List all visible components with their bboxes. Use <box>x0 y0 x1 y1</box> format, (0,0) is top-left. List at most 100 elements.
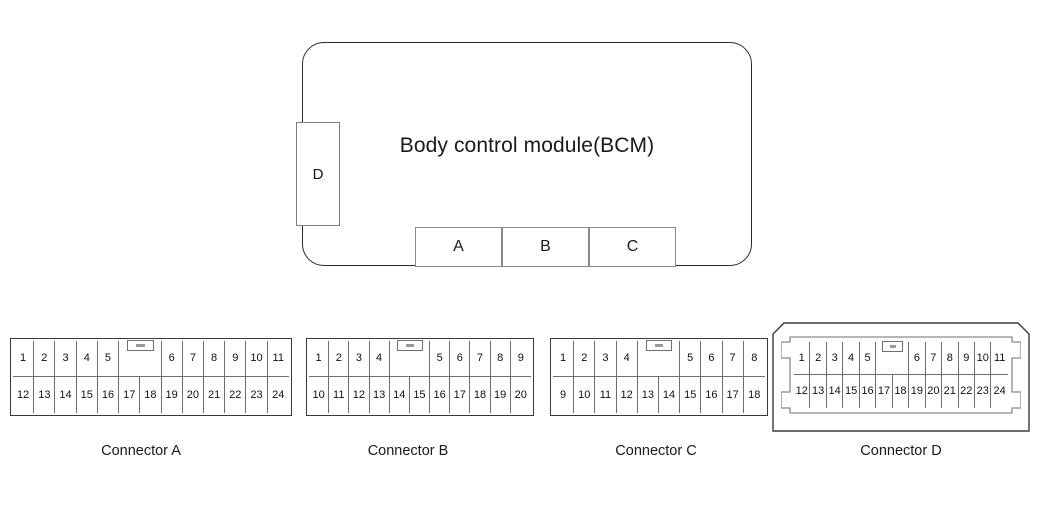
connector-a-pin-13: 13 <box>34 377 56 413</box>
connector-c-pin-11: 11 <box>595 377 617 413</box>
connector-d-pin-21: 21 <box>942 375 959 408</box>
connector-b-pin-14: 14 <box>390 377 410 413</box>
connector-a-pin-1: 1 <box>13 341 35 377</box>
connector-a-pin-3: 3 <box>55 341 77 377</box>
bcm-module: Body control module(BCM) D A B C <box>296 42 752 267</box>
connector-a-latch-tab-icon <box>127 340 154 351</box>
connector-b-pin-19: 19 <box>491 377 511 413</box>
connector-d-pin-5: 5 <box>859 342 877 375</box>
connector-c-latch-tab-icon <box>645 340 673 351</box>
connector-c-pin-17: 17 <box>723 377 744 413</box>
connector-b-pin-17: 17 <box>450 377 471 413</box>
connector-d-pin-7: 7 <box>925 342 943 375</box>
connector-a-pin-12: 12 <box>13 377 35 413</box>
connector-d-pin-14: 14 <box>827 375 844 408</box>
connector-c-pin-7: 7 <box>722 341 744 377</box>
connector-b-latch-tab-icon <box>397 340 423 351</box>
connector-b-pin-11: 11 <box>329 377 350 413</box>
connector-a-pin-2: 2 <box>34 341 56 377</box>
bcm-connector-stub-b-label: B <box>540 238 551 255</box>
connector-c-pin-13: 13 <box>638 377 659 413</box>
connector-d-pin-6: 6 <box>909 342 926 375</box>
connector-d-pin-2: 2 <box>810 342 827 375</box>
connector-d-pin-3: 3 <box>826 342 844 375</box>
connector-b-pin-7: 7 <box>470 341 491 377</box>
connector-d-pin-18: 18 <box>893 375 910 408</box>
connector-c-pin-12: 12 <box>617 377 638 413</box>
connector-b-pin-18: 18 <box>470 377 491 413</box>
connector-a-pin-21: 21 <box>204 377 226 413</box>
connector-d-pin-22: 22 <box>959 375 975 408</box>
connector-a-pin-19: 19 <box>162 377 183 413</box>
connector-a-pin-14: 14 <box>55 377 77 413</box>
connector-c-pin-8: 8 <box>743 341 765 377</box>
connector-d-pin-12: 12 <box>794 375 811 408</box>
bcm-connector-stub-d: D <box>296 122 340 226</box>
connector-c-pin-14: 14 <box>659 377 681 413</box>
connector-c-pin-9: 9 <box>553 377 575 413</box>
connector-c-pin-1: 1 <box>553 341 575 377</box>
connector-a-pin-gap <box>119 341 162 377</box>
connector-b-pin-gap <box>389 341 431 377</box>
connector-a-pin-16: 16 <box>98 377 120 413</box>
connector-b-pin-15: 15 <box>410 377 431 413</box>
connector-b-pin-12: 12 <box>349 377 370 413</box>
connector-a-pin-11: 11 <box>267 341 289 377</box>
bcm-connector-stub-c: C <box>589 227 676 267</box>
connector-a-frame <box>10 338 292 416</box>
bcm-connector-stub-a-label: A <box>453 238 464 255</box>
connector-d-pin-4: 4 <box>843 342 860 375</box>
connector-c-pin-16: 16 <box>701 377 723 413</box>
connector-a-pin-6: 6 <box>161 341 183 377</box>
bcm-connector-stub-a: A <box>415 227 502 267</box>
connector-c-frame <box>550 338 768 416</box>
connector-b-pin-2: 2 <box>329 341 350 377</box>
connector-b-pin-6: 6 <box>450 341 471 377</box>
connector-d-pin-17: 17 <box>876 375 893 408</box>
connector-a-pin-5: 5 <box>97 341 120 377</box>
connector-d-pin-19: 19 <box>909 375 926 408</box>
connector-a-pin-8: 8 <box>203 341 226 377</box>
connector-d-pin-13: 13 <box>810 375 827 408</box>
connector-c-pin-gap <box>637 341 681 377</box>
connector-c-pin-18: 18 <box>748 388 761 401</box>
connector-d-pin-10: 10 <box>975 342 992 375</box>
connector-c-pin-10: 10 <box>574 377 596 413</box>
bcm-connector-stub-d-label: D <box>312 165 324 183</box>
connector-d-pin-1: 1 <box>794 342 811 375</box>
connector-c-pin-4: 4 <box>616 341 638 377</box>
bcm-module-title: Body control module(BCM) <box>399 134 655 157</box>
connector-c-pin-15: 15 <box>680 377 702 413</box>
connector-b-pin-16: 16 <box>430 377 451 413</box>
connector-b-pin-3: 3 <box>349 341 370 377</box>
connector-b-pin-8: 8 <box>490 341 511 377</box>
connector-b-frame <box>306 338 534 416</box>
connector-a-pin-7: 7 <box>182 341 204 377</box>
connector-c-pin-6: 6 <box>701 341 723 377</box>
connector-a-pin-17: 17 <box>119 377 141 413</box>
connector-a-pin-22: 22 <box>225 377 247 413</box>
connector-a-pin-18: 18 <box>140 377 162 413</box>
connector-a-pin-24: 24 <box>272 388 285 401</box>
connector-a-pin-20: 20 <box>183 377 204 413</box>
connector-a-pin-10: 10 <box>246 341 268 377</box>
connector-b-pin-10: 10 <box>309 377 330 413</box>
connector-b-pin-5: 5 <box>430 341 451 377</box>
connector-d-pin-11: 11 <box>991 342 1008 375</box>
connector-c-pin-2: 2 <box>574 341 596 377</box>
bcm-connector-stub-b: B <box>502 227 589 267</box>
connector-a-caption: Connector A <box>101 443 181 459</box>
